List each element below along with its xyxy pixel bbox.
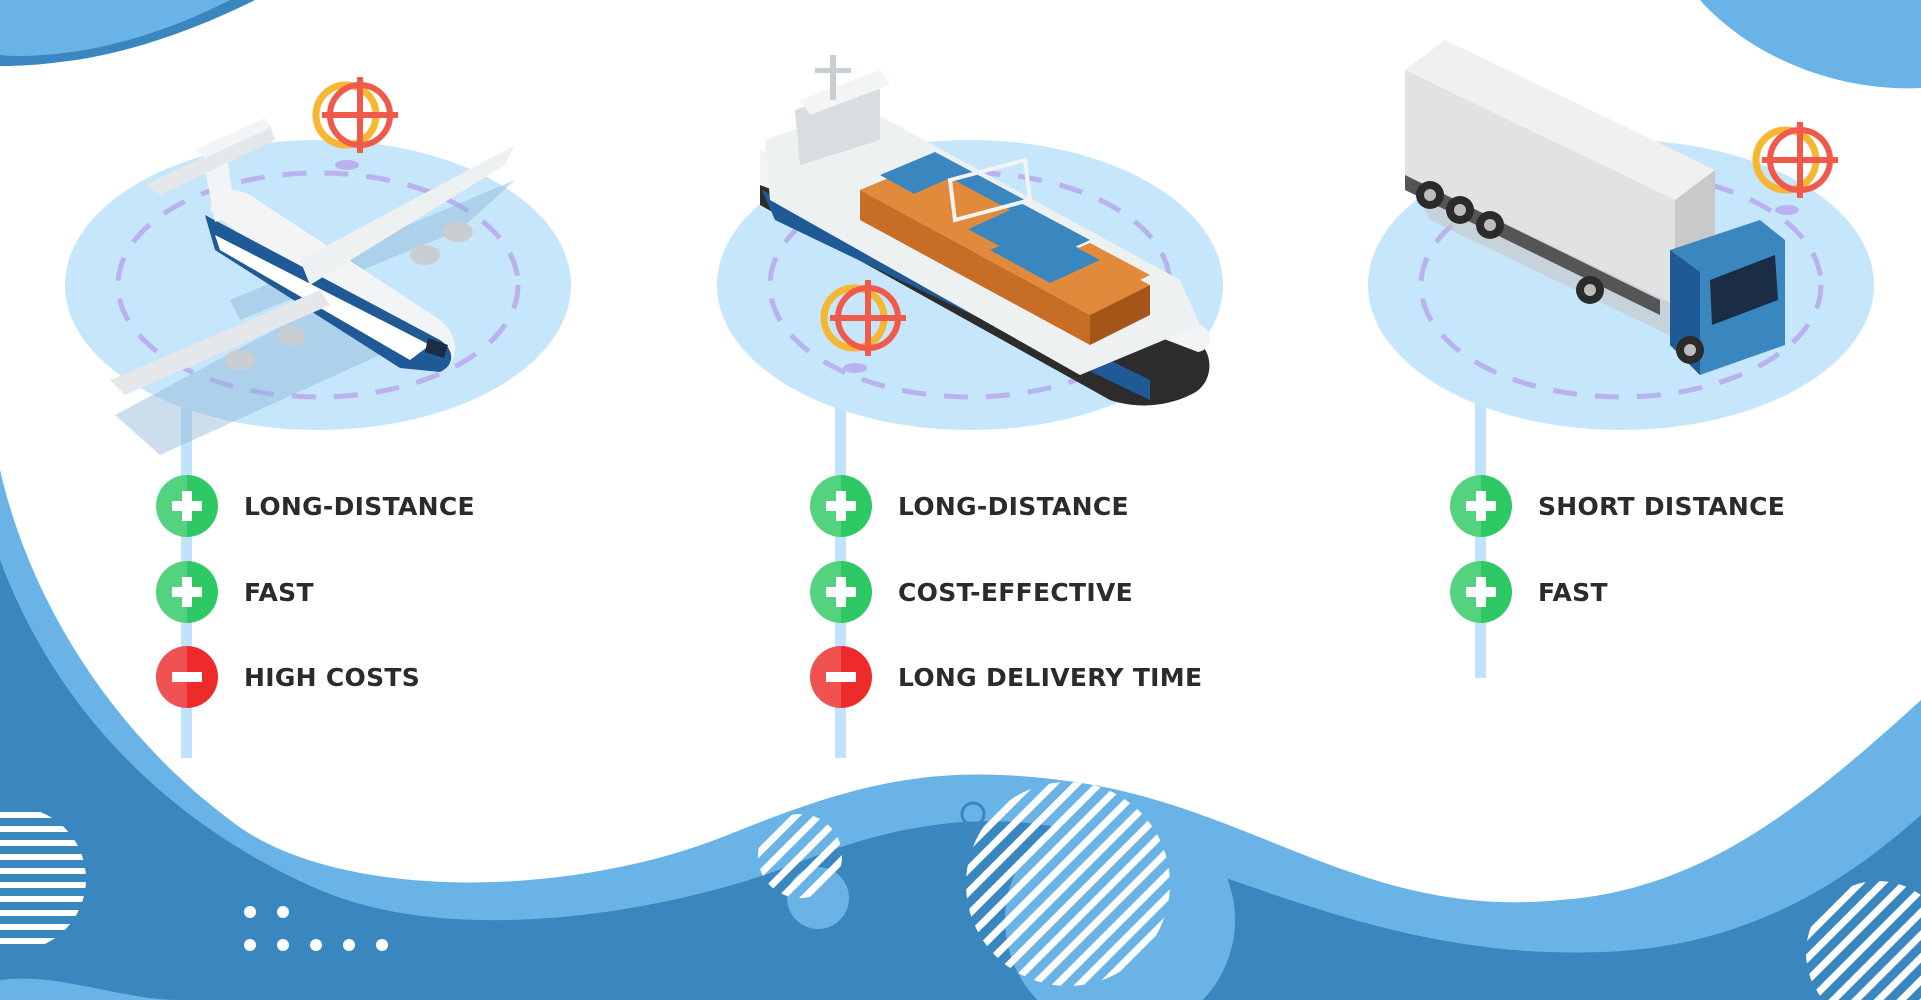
feature-label: LONG-DISTANCE bbox=[244, 491, 475, 521]
minus-icon bbox=[810, 646, 872, 708]
plus-icon bbox=[810, 475, 872, 537]
plus-icon bbox=[1450, 561, 1512, 623]
feature-label: SHORT DISTANCE bbox=[1538, 491, 1786, 521]
plus-icon bbox=[156, 561, 218, 623]
feature-label: FAST bbox=[244, 577, 314, 607]
feature-label: LONG DELIVERY TIME bbox=[898, 662, 1203, 692]
airplane-con-high-costs: HIGH COSTS bbox=[156, 646, 420, 708]
truck-pro-fast: FAST bbox=[1450, 561, 1608, 623]
feature-label: FAST bbox=[1538, 577, 1608, 607]
plus-icon bbox=[1450, 475, 1512, 537]
ship-con-long-delivery-time: LONG DELIVERY TIME bbox=[810, 646, 1202, 708]
cargo-ship-icon bbox=[760, 55, 1210, 406]
truck-icon bbox=[1405, 40, 1785, 375]
location-marker-icon bbox=[312, 77, 398, 170]
feature-label: COST-EFFECTIVE bbox=[898, 577, 1133, 607]
airplane-icon bbox=[110, 118, 515, 455]
feature-label: HIGH COSTS bbox=[244, 662, 421, 692]
location-marker-icon bbox=[820, 280, 906, 373]
top-right-wave bbox=[1700, 0, 1921, 89]
plus-icon bbox=[156, 475, 218, 537]
minus-icon bbox=[156, 646, 218, 708]
airplane-pro-long-distance: LONG-DISTANCE bbox=[156, 475, 475, 537]
truck-pro-short-distance: SHORT DISTANCE bbox=[1450, 475, 1785, 537]
decor-circles bbox=[0, 724, 1921, 1000]
ship-pro-long-distance: LONG-DISTANCE bbox=[810, 475, 1129, 537]
bottom-wave bbox=[0, 470, 1921, 1000]
top-left-wave bbox=[0, 0, 255, 66]
plus-icon bbox=[810, 561, 872, 623]
location-marker-icon bbox=[1752, 122, 1838, 215]
airplane-pro-fast: FAST bbox=[156, 561, 314, 623]
ship-pro-cost-effective: COST-EFFECTIVE bbox=[810, 561, 1133, 623]
feature-label: LONG-DISTANCE bbox=[898, 491, 1129, 521]
